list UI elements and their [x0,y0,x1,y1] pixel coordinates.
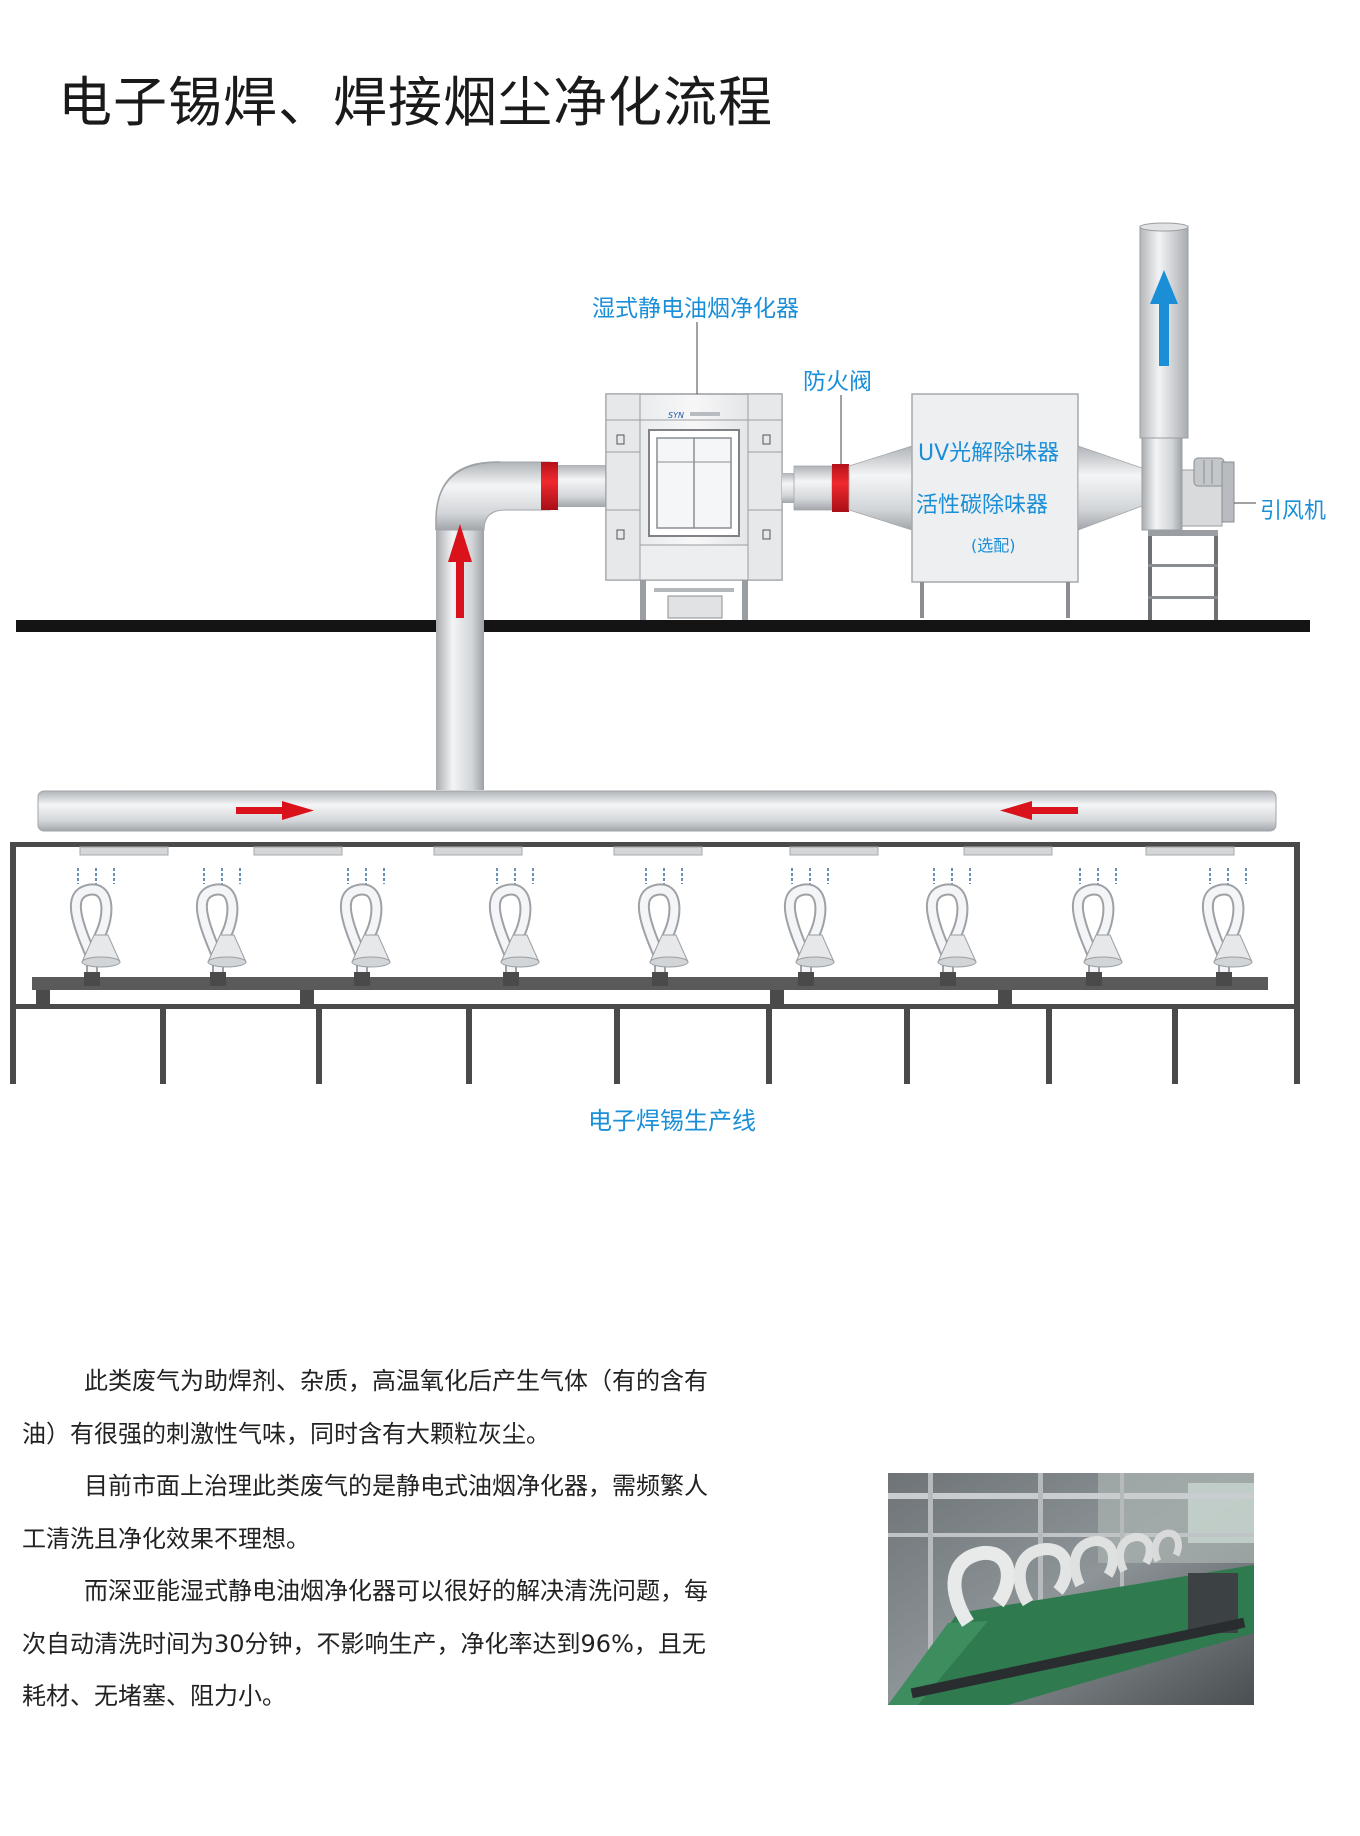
frame-leg [766,1009,772,1084]
production-line-frame [10,842,1300,1084]
outlet-duct [793,465,833,511]
frame-leg [160,1009,166,1084]
wet-electrostatic-purifier: SYN [605,393,783,620]
ceiling-light [1145,846,1235,856]
frame-joint [300,990,314,1004]
description-text: 此类废气为助焊剂、杂质，高温氧化后产生气体（有的含有油）有很强的刺激性气味，同时… [22,1355,712,1723]
ceiling-light [963,846,1053,856]
fume-extraction-arm [783,868,835,986]
optional-label: (选配) [971,536,1016,555]
uv-carbon-deodorizer [911,393,1079,618]
installation-photo [888,1473,1254,1705]
ceiling-light [433,846,523,856]
arrow-up-icon [1150,270,1178,366]
frame-leg [614,1009,620,1084]
outlet-stub [782,473,794,503]
fume-extraction-arm [195,868,247,986]
frame-joint [998,990,1012,1004]
purifier-label: 湿式静电油烟净化器 [592,296,799,322]
page-title: 电子锡焊、焊接烟尘净化流程 [58,71,773,134]
arrow-icon [1000,801,1078,820]
carbon-label: 活性碳除味器 [916,493,1049,518]
ceiling-light [613,846,703,856]
frame-leg [1172,1009,1178,1084]
transition-duct-out [1077,445,1143,531]
frame-joint [770,990,784,1004]
fan-label: 引风机 [1260,499,1327,524]
svg-text:SYN: SYN [668,411,684,420]
fume-extraction-arm [925,868,977,986]
frame-joint [36,990,50,1004]
arrow-icon [236,801,314,820]
uv-label: UV光解除味器 [918,441,1060,466]
fire-valve [832,464,849,512]
frame-leg [316,1009,322,1084]
inlet-duct [558,465,606,507]
purification-flow-diagram: SYN [10,222,1327,1135]
ceiling-lights [79,846,1235,856]
fume-extraction-arm [1071,868,1123,986]
frame-leg [904,1009,910,1084]
flow-diagram-svg: SYN [10,222,1310,1084]
description-paragraph: 目前市面上治理此类废气的是静电式油烟净化器，需频繁人工清洗且净化效果不理想。 [22,1460,712,1565]
fume-extraction-arm [488,868,540,986]
fume-extraction-arm [637,868,689,986]
description-paragraph-3: 而深亚能湿式静电油烟净化器可以很好的解决清洗问题，每次自动清洗时间为30分钟，不… [22,1577,708,1710]
installation-photo-svg [888,1473,1254,1705]
induced-draft-fan [1141,437,1235,620]
production-line-label: 电子焊锡生产线 [588,1107,756,1135]
main-duct [37,790,1277,832]
ceiling-light [789,846,879,856]
inlet-collar [541,462,558,510]
description-paragraph-1: 此类废气为助焊剂、杂质，高温氧化后产生气体（有的含有油）有很强的刺激性气味，同时… [22,1367,708,1448]
arrow-icon [448,524,472,618]
description-paragraph-2: 目前市面上治理此类废气的是静电式油烟净化器，需频繁人工清洗且净化效果不理想。 [22,1472,708,1553]
frame-leg [1046,1009,1052,1084]
frame-legs [36,990,1178,1084]
frame-leg [466,1009,472,1084]
fume-extraction-arms [69,868,1253,986]
transition-duct-in [848,445,913,531]
fume-extraction-arm [1201,868,1253,986]
floor-slab [16,620,1310,632]
fire-valve-label: 防火阀 [803,369,872,395]
fume-extraction-arm [69,868,121,986]
description-paragraph: 而深亚能湿式静电油烟净化器可以很好的解决清洗问题，每次自动清洗时间为30分钟，不… [22,1565,712,1723]
ceiling-light [79,846,169,856]
description-paragraph: 此类废气为助焊剂、杂质，高温氧化后产生气体（有的含有油）有很强的刺激性气味，同时… [22,1355,712,1460]
fume-extraction-arm [339,868,391,986]
ceiling-light [253,846,343,856]
